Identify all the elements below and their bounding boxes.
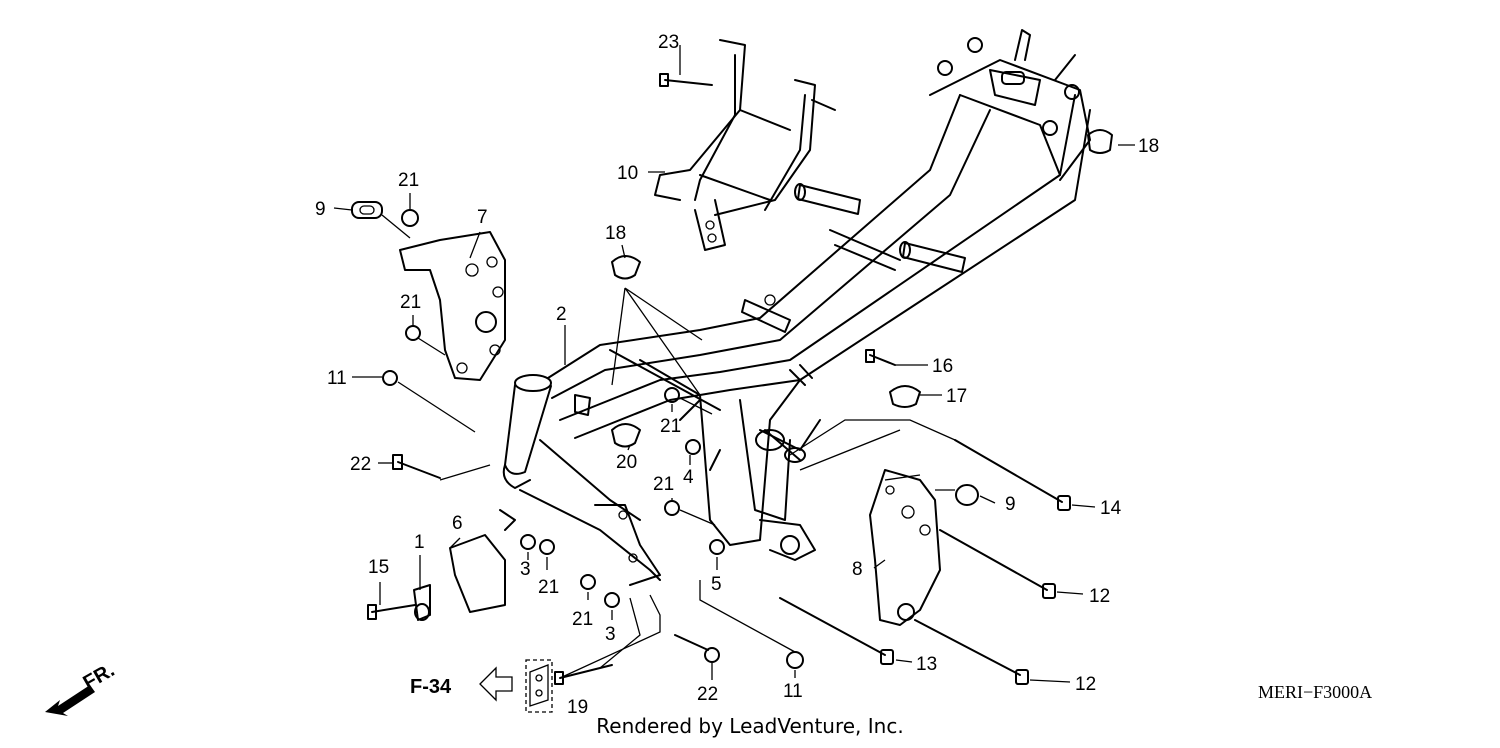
callout-22: 22 xyxy=(350,454,371,475)
callout-12: 12 xyxy=(1089,586,1110,607)
callout-22: 22 xyxy=(697,684,718,705)
front-direction-arrow-icon xyxy=(45,685,95,716)
callout-5: 5 xyxy=(711,574,722,595)
callout-9: 9 xyxy=(315,199,326,220)
callout-7: 7 xyxy=(477,207,488,228)
callout-3: 3 xyxy=(520,559,531,580)
diagram-code: MERI−F3000A xyxy=(1258,682,1373,702)
callout-6: 6 xyxy=(452,513,463,534)
callout-17: 17 xyxy=(946,386,967,407)
callouts: 23 10 18 18 21 9 7 21 2 11 16 17 21 20 2… xyxy=(80,32,1160,718)
callout-8: 8 xyxy=(852,559,863,580)
callout-21: 21 xyxy=(538,577,559,598)
subframe-bracket xyxy=(654,39,836,251)
callout-1: 1 xyxy=(414,532,425,553)
callout-13: 13 xyxy=(916,654,937,675)
reference-arrow xyxy=(479,659,553,713)
side-plate-left xyxy=(399,231,506,381)
callout-3: 3 xyxy=(605,624,616,645)
callout-2: 2 xyxy=(556,304,567,325)
reference-page-label: F-34 xyxy=(410,676,452,698)
callout-12: 12 xyxy=(1075,674,1096,695)
callout-9: 9 xyxy=(1005,494,1016,515)
callout-21: 21 xyxy=(653,474,674,495)
main-frame xyxy=(499,29,1091,586)
callout-21: 21 xyxy=(400,292,421,313)
callout-11: 11 xyxy=(783,681,803,702)
side-plate-right xyxy=(869,469,941,626)
callout-10: 10 xyxy=(617,163,638,184)
callout-18: 18 xyxy=(605,223,626,244)
callout-18: 18 xyxy=(1138,136,1159,157)
callout-11: 11 xyxy=(327,368,347,389)
leader-lines xyxy=(333,45,1135,683)
callout-15: 15 xyxy=(368,557,389,578)
callout-20: 20 xyxy=(616,452,637,473)
heat-shield xyxy=(413,534,506,621)
callout-23: 23 xyxy=(658,32,679,53)
callout-21: 21 xyxy=(398,170,419,191)
callout-4: 4 xyxy=(683,467,694,488)
callout-14: 14 xyxy=(1100,498,1122,519)
footer-credit: Rendered by LeadVenture, Inc. xyxy=(596,714,904,738)
callout-19: 19 xyxy=(567,697,588,718)
callout-16: 16 xyxy=(932,356,953,377)
callout-21: 21 xyxy=(660,416,681,437)
callout-21: 21 xyxy=(572,609,593,630)
